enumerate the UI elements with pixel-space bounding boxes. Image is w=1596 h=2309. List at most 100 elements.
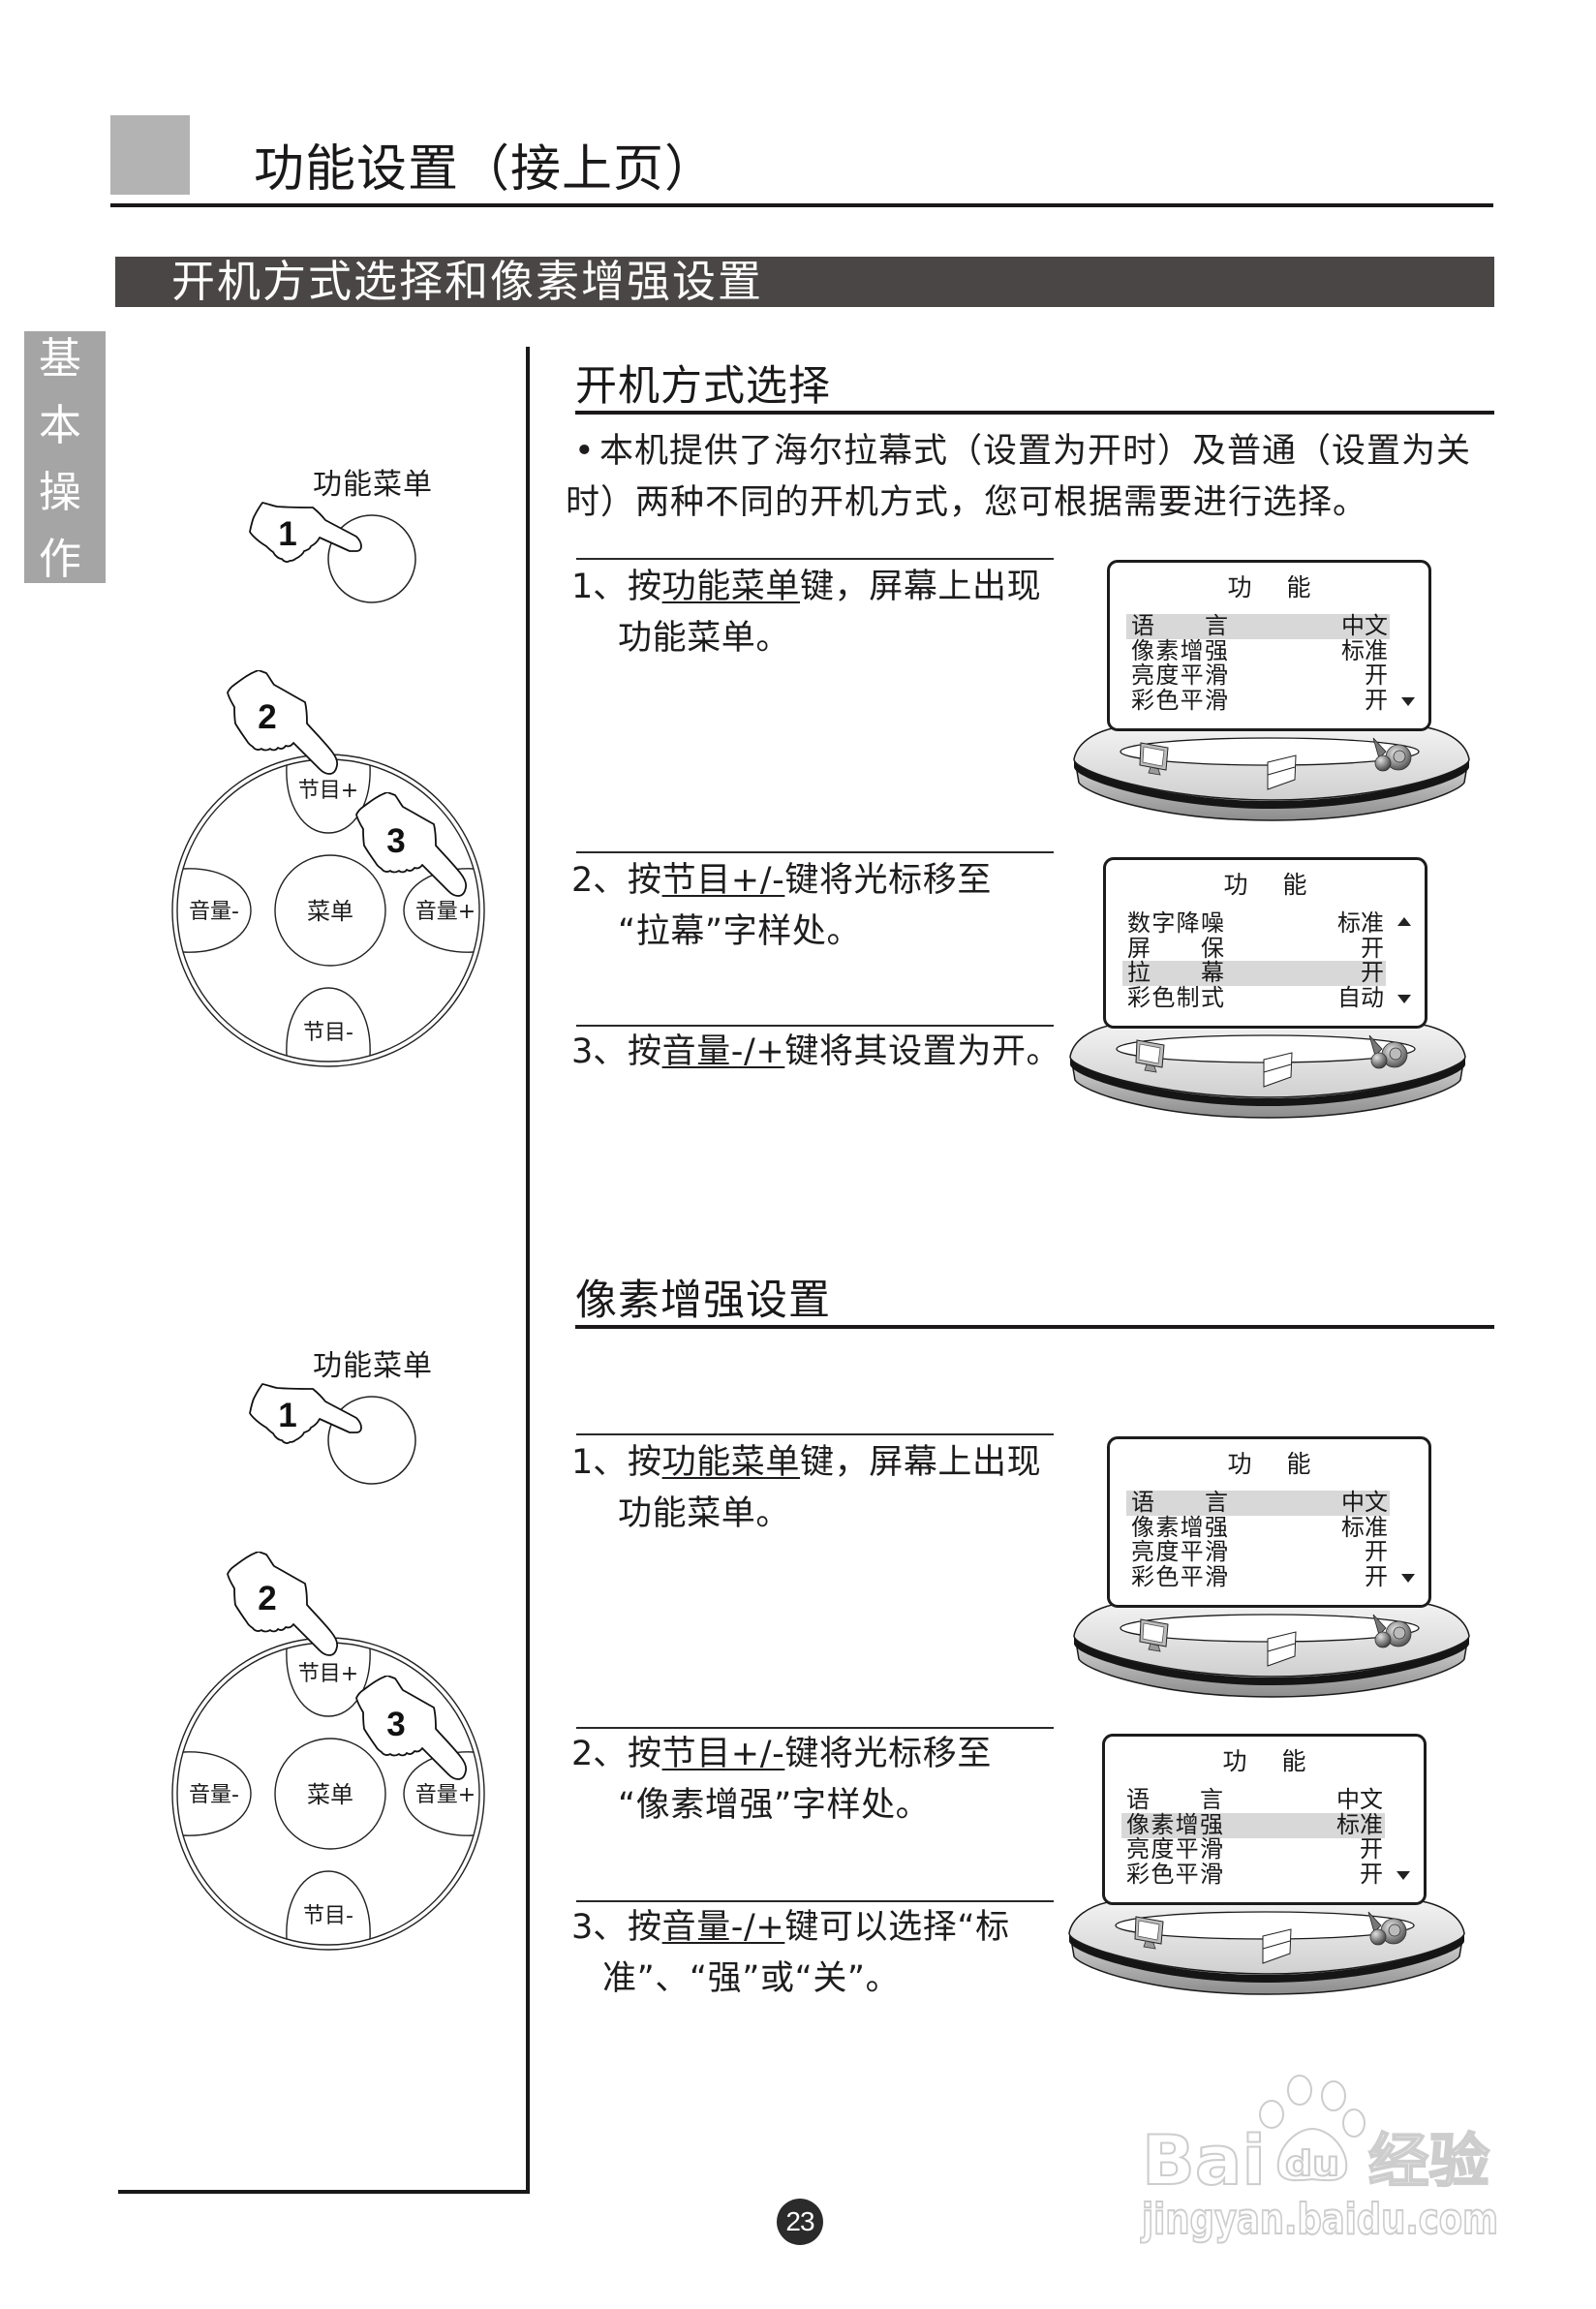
step-text: 按	[628, 861, 662, 900]
step-divider	[576, 851, 1054, 853]
hand-pointer-icon: 3	[355, 792, 468, 897]
scroll-arrow-icon	[1397, 994, 1411, 1003]
section-heading: 开机方式选择	[575, 362, 831, 411]
column-divider	[526, 347, 530, 2194]
tv-stand-graphic	[1068, 1900, 1465, 1995]
step-continuation: 功能菜单。	[618, 619, 791, 658]
menu-row: 像素增强标准	[1105, 1810, 1424, 1838]
menu-row-label: 彩色平滑	[1131, 686, 1228, 714]
chapter-tab-text: 基 本 操 作	[24, 325, 96, 593]
watermark-brand-paw: du	[1285, 2144, 1339, 2184]
column-bottom-rule	[118, 2190, 530, 2194]
scroll-arrow-icon	[1401, 1573, 1415, 1583]
step-1: 1、按功能菜单键，屏幕上出现 功能菜单。	[571, 558, 1041, 664]
menu-list: 语言中文 像素增强标准 亮度平滑开 彩色平滑开	[1110, 612, 1428, 714]
tv-screen: 功能 语言中文 像素增强标准 亮度平滑开 彩色平滑开	[1102, 1734, 1427, 1905]
step-line: 1、按功能菜单键，屏幕上出现	[571, 562, 1041, 613]
step-number: 1	[278, 515, 296, 553]
menu-row: 亮度平滑开	[1110, 662, 1428, 689]
step-text: 按	[628, 1908, 662, 1947]
paw-logo-icon	[1259, 2075, 1366, 2182]
step-text: 按	[628, 1735, 662, 1773]
dpad-up-label: 节目+	[298, 1662, 358, 1686]
menu-row: 彩色平滑开	[1110, 686, 1428, 714]
step-text: 键，屏幕上出现	[800, 568, 1042, 606]
step-divider	[576, 558, 1054, 560]
menu-row: 语言中文	[1110, 1489, 1428, 1516]
step-3: 3、按音量-/+键将其设置为开。	[571, 1023, 1060, 1078]
section-heading-rule	[575, 1325, 1494, 1329]
step-continuation: 准”、“强”或“关”。	[602, 1959, 901, 1998]
dpad-up-button	[286, 764, 371, 834]
menu-row-label: 亮度平滑	[1131, 662, 1228, 689]
section-banner-title: 开机方式选择和像素增强设置	[171, 256, 764, 307]
step-text: 键将其设置为开。	[784, 1032, 1061, 1071]
step-number: 3、	[571, 1032, 628, 1071]
dpad: 节目+ 节目- 音量- 音量+ 菜单	[171, 754, 485, 1067]
remote-key-name: 功能菜单	[661, 1443, 801, 1482]
step-text: 键可以选择“标	[784, 1908, 1010, 1947]
step-number: 3、	[571, 1908, 628, 1947]
step-text: 按	[628, 1032, 662, 1071]
dpad-right-label: 音量+	[415, 1783, 476, 1807]
dpad: 节目+ 节目- 音量- 音量+ 菜单	[171, 1637, 485, 1951]
section-banner: 开机方式选择和像素增强设置	[115, 257, 1494, 307]
menu-row-value: 标准	[1336, 1810, 1383, 1838]
menu-row-label: 像素增强	[1131, 1513, 1228, 1541]
hand-pointer-icon: 1	[249, 1383, 362, 1444]
menu-row: 像素增强 标准	[1110, 1513, 1428, 1541]
remote-key-name: 节目+/-	[661, 1735, 785, 1773]
dpad-center-button	[274, 854, 386, 967]
menu-row-value: 中文	[1341, 612, 1388, 639]
watermark-brand: Bai	[1142, 2121, 1266, 2201]
menu-row-value: 开	[1361, 959, 1384, 986]
menu-title: 功能	[1223, 871, 1342, 899]
dpad-center-button	[274, 1738, 386, 1850]
remote-key-name: 音量-/+	[661, 1908, 785, 1947]
menu-list: 语言中文 像素增强标准 亮度平滑开 彩色平滑开	[1105, 1787, 1424, 1888]
step-number: 2	[258, 698, 276, 736]
hand-pointer-icon: 3	[355, 1676, 468, 1780]
step-number: 1、	[571, 1443, 628, 1482]
scroll-arrow-icon	[1397, 917, 1411, 926]
intro-text: 本机提供了海尔拉幕式（设置为开时）及普通（设置为关	[599, 432, 1472, 471]
watermark-url: jingyan.baidu.com	[1140, 2195, 1498, 2244]
menu-row-label: 彩色平滑	[1131, 1562, 1228, 1590]
hand-pointer-icon: 2	[227, 1552, 339, 1656]
tv-screen: 功能 语言中文 像素增强标准 亮度平滑开 彩色平滑开	[1107, 560, 1431, 731]
page-title: 功能设置（接上页）	[254, 140, 717, 199]
menu-row-label: 彩色平滑	[1126, 1860, 1223, 1888]
page-number-badge: 23	[777, 2199, 823, 2245]
menu-row-label: 彩色制式	[1127, 983, 1224, 1011]
dpad-down-label: 节目-	[303, 1904, 353, 1928]
menu-button-label: 功能菜单	[313, 468, 433, 502]
dpad-center-label: 菜单	[307, 1781, 353, 1808]
chapter-tab-char: 作	[39, 535, 81, 584]
step-number: 3	[386, 822, 405, 860]
intro-line: 时）两种不同的开机方式，您可根据需要进行选择。	[566, 483, 1368, 522]
remote-illustration: 功能菜单 1 节目+ 节目- 音量- 音量+ 菜单 2 3	[155, 455, 523, 1085]
menu-title: 功能	[1227, 573, 1346, 601]
tv-menu-illustration: 功能 语言中文 像素增强标准 亮度平滑开 彩色平滑开	[1068, 1734, 1465, 1997]
menu-row-value: 标准	[1341, 1513, 1388, 1541]
menu-row-value: 开	[1360, 1835, 1383, 1863]
scroll-arrow-icon	[1401, 696, 1415, 706]
menu-list: 语言中文 像素增强标准 亮度平滑开 彩色平滑开	[1110, 1489, 1428, 1590]
menu-row-value: 标准	[1337, 909, 1384, 937]
step-number: 2、	[571, 861, 628, 900]
menu-row-label: 数字降噪	[1127, 909, 1224, 937]
step-1: 1、按功能菜单键，屏幕上出现 功能菜单。	[571, 1433, 1041, 1540]
tv-stand-graphic	[1073, 1603, 1470, 1698]
step-line: 3、按音量-/+键将其设置为开。	[571, 1027, 1060, 1078]
step-line: 3、按音量-/+键可以选择“标	[571, 1902, 1010, 1954]
step-divider	[576, 1900, 1054, 1902]
menu-row-label: 语言	[1131, 1489, 1228, 1516]
tv-menu-illustration: 功能 语言中文 像素增强标准 亮度平滑开 彩色平滑开	[1073, 1436, 1470, 1700]
step-number: 2	[258, 1580, 276, 1617]
step-3: 3、按音量-/+键可以选择“标 准”、“强”或“关”。	[571, 1898, 1010, 2005]
remote-key-name: 节目+/-	[661, 861, 785, 900]
tv-stand-graphic	[1069, 1024, 1466, 1119]
menu-row: 屏保开	[1106, 936, 1425, 962]
step-continuation: 功能菜单。	[618, 1494, 791, 1533]
menu-list: 数字降噪标准 屏保开 拉幕开 彩色制式自动	[1106, 909, 1425, 1011]
